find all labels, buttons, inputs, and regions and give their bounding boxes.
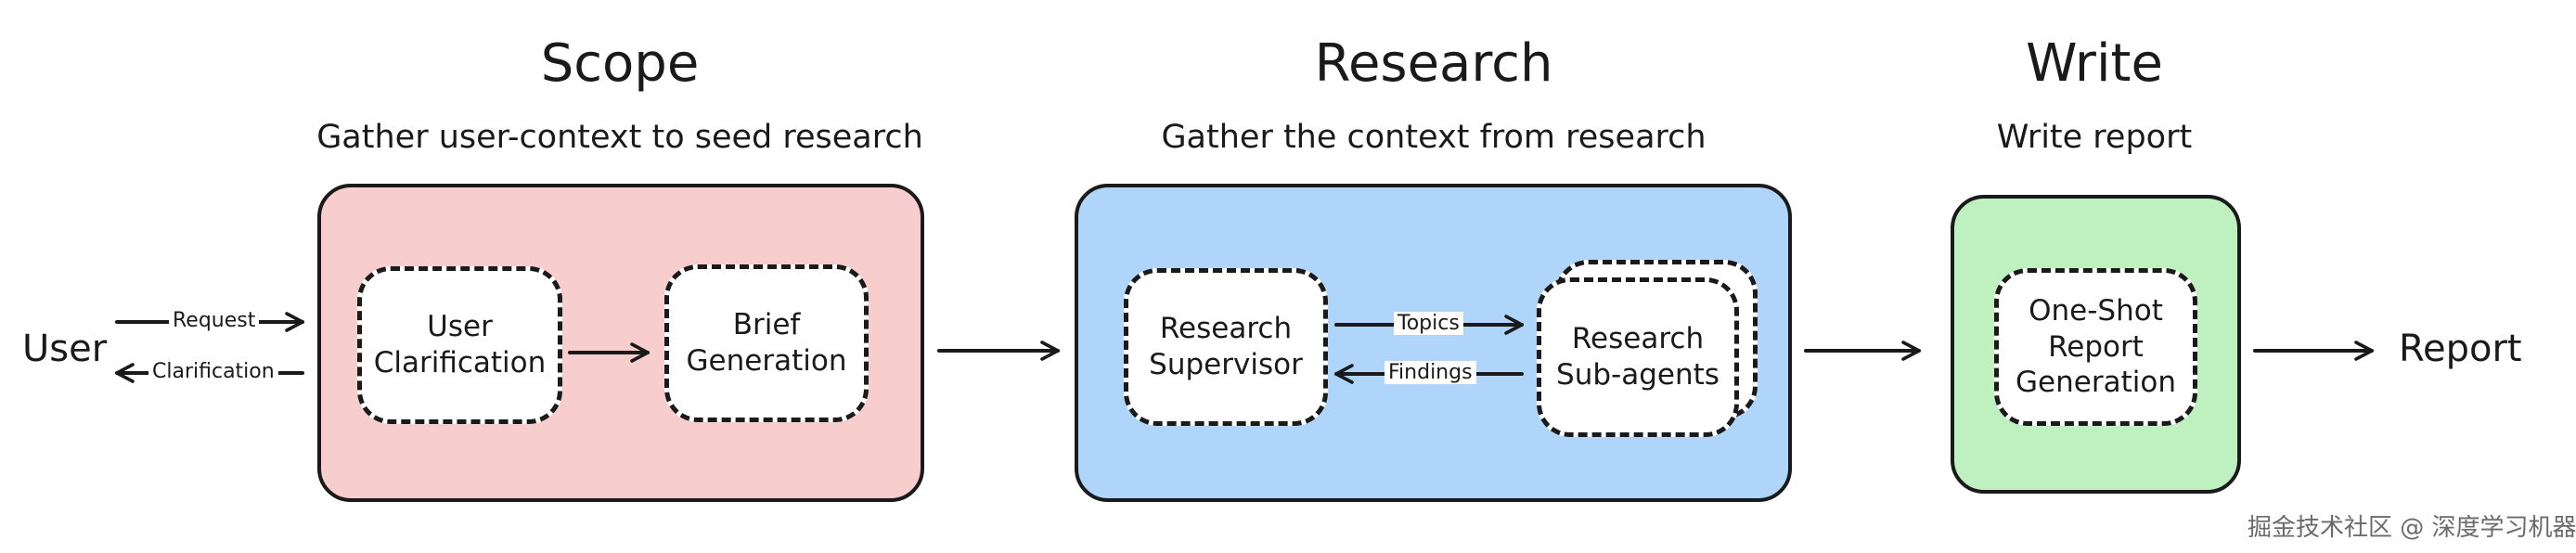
- one-shot-report-node[interactable]: One-Shot Report Generation: [1994, 268, 2197, 426]
- scope-subtitle: Gather user-context to seed research: [316, 119, 923, 156]
- topics-label: Topics: [1394, 312, 1463, 335]
- write-title: Write: [2026, 33, 2163, 94]
- research-subagents-label: Research Sub-agents: [1556, 322, 1719, 392]
- user-clarification-node[interactable]: User Clarification: [357, 266, 562, 424]
- research-subtitle: Gather the context from research: [1161, 119, 1707, 156]
- findings-label: Findings: [1385, 361, 1476, 384]
- scope-title: Scope: [540, 33, 700, 94]
- one-shot-report-label: One-Shot Report Generation: [2016, 293, 2176, 400]
- research-title: Research: [1314, 33, 1553, 94]
- research-subagents-node[interactable]: Research Sub-agents: [1537, 277, 1739, 437]
- brief-generation-label: Brief Generation: [686, 308, 847, 378]
- user-endpoint: User: [22, 328, 108, 370]
- brief-generation-node[interactable]: Brief Generation: [664, 264, 869, 422]
- request-label: Request: [169, 309, 260, 332]
- research-supervisor-node[interactable]: Research Supervisor: [1124, 268, 1328, 426]
- research-supervisor-label: Research Supervisor: [1149, 312, 1303, 381]
- watermark-text: 掘金技术社区 @ 深度学习机器: [2248, 514, 2576, 542]
- write-subtitle: Write report: [1996, 119, 2193, 156]
- clarification-label: Clarification: [148, 360, 278, 383]
- user-clarification-label: User Clarification: [373, 310, 547, 379]
- report-endpoint: Report: [2399, 328, 2522, 370]
